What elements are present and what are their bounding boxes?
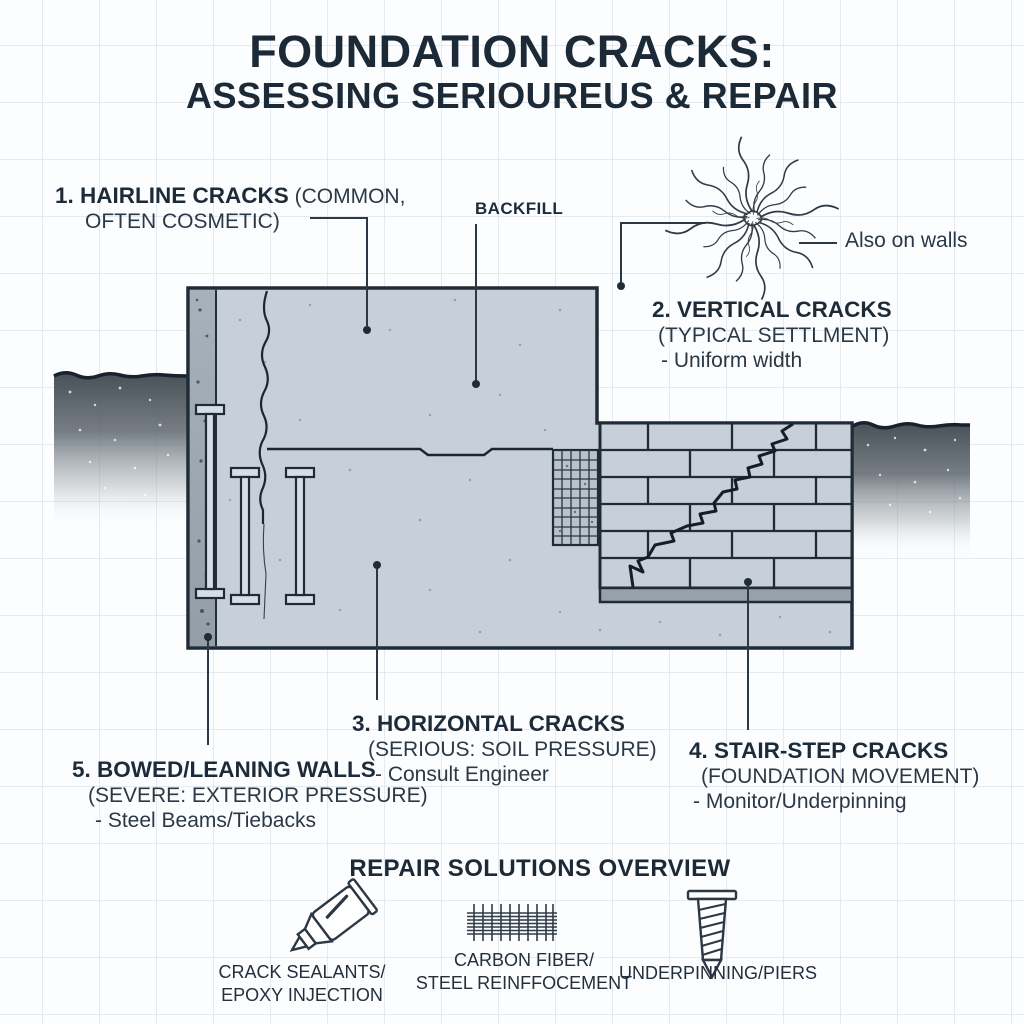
horizontal-crack	[267, 447, 553, 457]
steel-beam	[229, 466, 261, 606]
repair-icons	[289, 878, 738, 980]
soil-right	[852, 421, 970, 558]
label-hairline-cracks: 1. HAIRLINE CRACKS (COMMON, OFTEN COSMET…	[55, 182, 405, 234]
soil-left	[53, 371, 189, 528]
label-bowed-walls: 5. BOWED/LEANING WALLS (SEVERE: EXTERIOR…	[72, 756, 428, 833]
vertical-note: - Uniform width	[661, 349, 803, 372]
stair-step-crack	[628, 422, 794, 588]
vertical-crack	[258, 290, 271, 620]
steel-beam	[194, 403, 226, 600]
steel-beam	[284, 466, 316, 606]
footer-band	[598, 586, 854, 604]
label-also-on-walls: Also on walls	[845, 229, 968, 252]
hairline-suffix: (COMMON,	[288, 185, 406, 208]
stairstep-detail: (FOUNDATION MOVEMENT)	[701, 765, 980, 788]
ground-line-left	[53, 371, 189, 380]
steel-beams	[194, 403, 316, 606]
label-horizontal-cracks: 3. HORIZONTAL CRACKS (SERIOUS: SOIL PRES…	[352, 710, 657, 787]
bowed-detail: (SEVERE: EXTERIOR PRESSURE)	[88, 784, 428, 807]
starburst-crack-icon	[664, 135, 840, 301]
caulk-tube-icon	[289, 878, 378, 952]
underpinning-line1: UNDERPINNING/PIERS	[618, 963, 818, 983]
title-line-2: ASSESSING SERIOUREUS & REPAIR	[186, 75, 838, 116]
page-title: FOUNDATION CRACKS: ASSESSING SERIOUREUS …	[0, 28, 1024, 116]
soil-speckles	[866, 436, 962, 514]
stairstep-name: 4. STAIR-STEP CRACKS	[689, 738, 949, 763]
ground-line-right	[852, 421, 970, 430]
carbon-line1: CARBON FIBER/	[453, 950, 595, 970]
vertical-name: 2. VERTICAL CRACKS	[652, 297, 892, 322]
label-backfill: BACKFILL	[475, 199, 564, 218]
carbon-line2: STEEL REINFFOCEMENT	[415, 973, 633, 993]
title-line-1: FOUNDATION CRACKS:	[249, 26, 775, 77]
concrete-speckles	[228, 298, 832, 637]
screw-pier-icon	[686, 889, 738, 980]
bowed-name: 5. BOWED/LEANING WALLS	[72, 757, 376, 782]
label-stair-step-cracks: 4. STAIR-STEP CRACKS (FOUNDATION MOVEMEN…	[689, 737, 979, 814]
horizontal-name: 3. HORIZONTAL CRACKS	[352, 711, 625, 736]
rebar-mesh-icon	[467, 904, 557, 941]
repair-item-label-carbon-fiber: CARBON FIBER/ STEEL REINFFOCEMENT	[416, 949, 632, 995]
stairstep-note: - Monitor/Underpinning	[693, 790, 907, 813]
sealants-line2: EPOXY INJECTION	[221, 985, 383, 1005]
leader-vertical-cracks	[620, 222, 705, 282]
vertical-detail: (TYPICAL SETTLMENT)	[658, 324, 890, 347]
sealants-line1: CRACK SEALANTS/	[218, 962, 386, 982]
hairline-name: 1. HAIRLINE CRACKS	[55, 183, 289, 208]
leader-lines	[204, 217, 837, 745]
mortar-joints	[601, 423, 851, 588]
label-line: 1. HAIRLINE CRACKS (COMMON,	[55, 182, 405, 209]
horizontal-note: - Consult Engineer	[375, 763, 549, 786]
bowed-note: - Steel Beams/Tiebacks	[95, 809, 316, 832]
repair-section-heading: REPAIR SOLUTIONS OVERVIEW	[349, 855, 731, 882]
repair-item-label-sealants: CRACK SEALANTS/ EPOXY INJECTION	[218, 961, 385, 1007]
label-vertical-cracks: 2. VERTICAL CRACKS (TYPICAL SETTLMENT) -…	[652, 296, 892, 373]
rebar-mesh-block	[551, 448, 600, 547]
repair-item-label-underpinning: UNDERPINNING/PIERS	[619, 962, 817, 985]
horizontal-detail: (SERIOUS: SOIL PRESSURE)	[368, 738, 657, 761]
hairline-line2: OFTEN COSMETIC)	[85, 210, 280, 233]
leader-hairline	[310, 217, 368, 326]
soil-speckles	[68, 386, 170, 497]
